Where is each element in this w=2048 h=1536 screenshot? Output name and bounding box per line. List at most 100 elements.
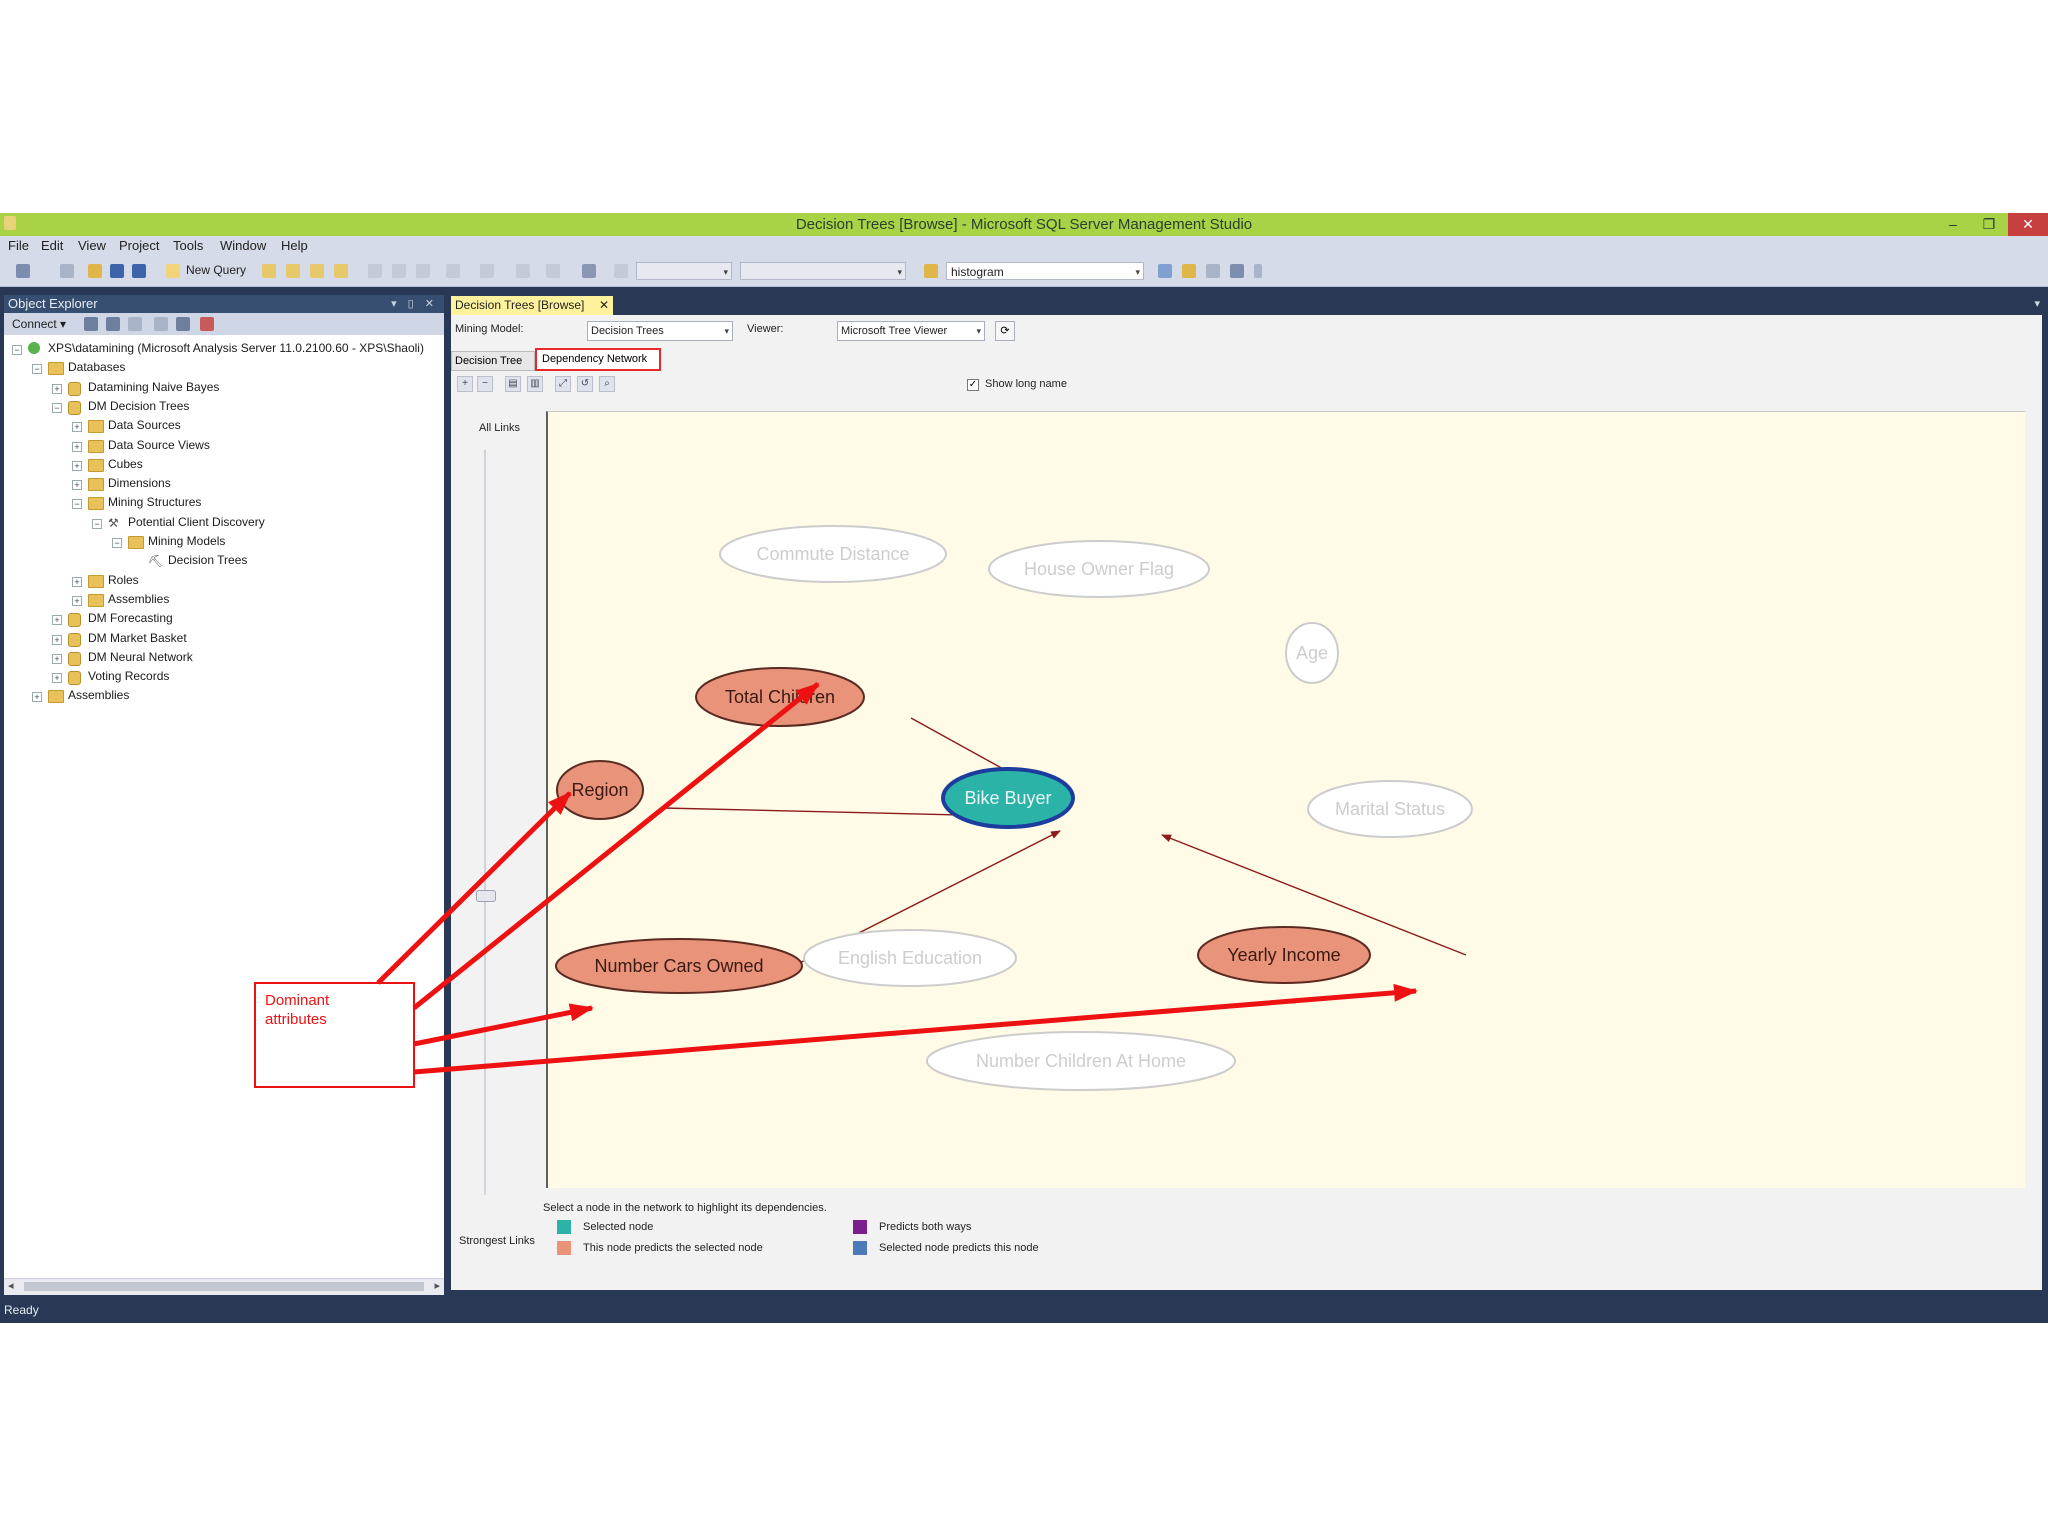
node-commute-distance[interactable]: Commute Distance	[719, 525, 947, 583]
copy-icon[interactable]	[392, 264, 406, 278]
node-marital-status[interactable]: Marital Status	[1307, 780, 1473, 838]
zoom-in-icon[interactable]: +	[457, 376, 473, 392]
navigate-forward-icon[interactable]	[546, 264, 560, 278]
menu-window[interactable]: Window	[220, 238, 267, 253]
menu-file[interactable]: File	[8, 238, 29, 253]
expand-icon[interactable]: +	[72, 460, 82, 471]
scroll-right-icon[interactable]: ▸	[434, 1280, 440, 1292]
collapse-icon[interactable]: −	[72, 499, 82, 510]
close-tab-icon[interactable]: ✕	[598, 298, 609, 312]
node-age[interactable]: Age	[1285, 622, 1339, 684]
close-button[interactable]: ✕	[2008, 213, 2048, 236]
start-icon[interactable]	[614, 264, 628, 278]
copy-graph-icon[interactable]: ▤	[505, 376, 521, 392]
query-xmla-icon[interactable]	[310, 264, 324, 278]
redo-icon[interactable]	[480, 264, 494, 278]
new-project-icon[interactable]	[16, 264, 30, 278]
node-number-cars-owned[interactable]: Number Cars Owned	[555, 938, 803, 994]
collapse-icon[interactable]: −	[112, 538, 122, 548]
toolbar-options-icon[interactable]	[1254, 264, 1262, 278]
tab-decision-tree[interactable]: Decision Tree	[451, 351, 535, 371]
solution-config-icon[interactable]	[582, 264, 596, 278]
stop-icon[interactable]	[128, 317, 142, 331]
find-node-icon[interactable]: ⌕	[599, 376, 615, 392]
collapse-icon[interactable]: −	[92, 518, 102, 529]
query-analysis-icon[interactable]	[334, 264, 348, 278]
node-bike-buyer[interactable]: Bike Buyer	[941, 767, 1075, 829]
toolbox-icon[interactable]	[1206, 264, 1220, 278]
connect-object-icon[interactable]	[84, 317, 98, 331]
paste-icon[interactable]	[416, 264, 430, 278]
connect-button[interactable]: Connect ▾	[12, 317, 67, 331]
query-dmx-icon[interactable]	[286, 264, 300, 278]
expand-icon[interactable]: +	[72, 595, 82, 606]
zoom-out-icon[interactable]: −	[477, 376, 493, 392]
node-english-education[interactable]: English Education	[803, 929, 1017, 987]
new-query-button[interactable]: New Query	[186, 263, 247, 277]
link-strength-slider-thumb[interactable]	[476, 890, 496, 902]
save-icon[interactable]	[110, 264, 124, 278]
menu-project[interactable]: Project	[119, 238, 160, 253]
menu-view[interactable]: View	[78, 238, 106, 253]
refresh-icon[interactable]	[176, 317, 190, 331]
node-yearly-income[interactable]: Yearly Income	[1197, 926, 1371, 984]
expand-icon[interactable]: +	[72, 576, 82, 587]
expand-icon[interactable]: +	[32, 692, 42, 703]
disconnect-icon[interactable]	[106, 317, 120, 331]
tab-list-icon[interactable]: ▾	[2034, 298, 2040, 310]
configuration-combo[interactable]: ▾	[636, 262, 732, 280]
reset-layout-icon[interactable]: ↺	[577, 376, 593, 392]
scroll-left-icon[interactable]: ◂	[8, 1280, 14, 1292]
copy-graph-view-icon[interactable]: ▥	[527, 376, 543, 392]
horizontal-scrollbar[interactable]: ◂ ▸	[4, 1278, 444, 1295]
properties-icon[interactable]	[1158, 264, 1172, 278]
menu-tools[interactable]: Tools	[173, 238, 204, 253]
navigate-back-icon[interactable]	[516, 264, 530, 278]
save-all-icon[interactable]	[132, 264, 146, 278]
mining-model-select[interactable]: Decision Trees▾	[587, 321, 733, 341]
node-total-children[interactable]: Total Children	[695, 667, 865, 727]
collapse-icon[interactable]: −	[32, 364, 42, 375]
mining-model-icon: ⛏	[148, 554, 164, 569]
node-region[interactable]: Region	[556, 760, 644, 820]
add-item-icon[interactable]	[60, 264, 74, 278]
menu-edit[interactable]: Edit	[41, 238, 64, 253]
node-house-owner-flag[interactable]: House Owner Flag	[988, 540, 1210, 598]
maximize-button[interactable]: ❐	[1982, 216, 1996, 232]
summary-icon[interactable]	[200, 317, 214, 331]
filter-icon[interactable]	[154, 317, 168, 331]
expand-icon[interactable]: +	[72, 441, 82, 452]
pane-pin-icon[interactable]: ▾ ▯ ✕	[391, 298, 438, 310]
object-explorer-icon[interactable]	[1182, 264, 1196, 278]
viewer-select[interactable]: Microsoft Tree Viewer▾	[837, 321, 985, 341]
expand-icon[interactable]: +	[52, 615, 62, 626]
collapse-icon[interactable]: −	[52, 402, 62, 413]
show-long-name-checkbox[interactable]: ✓	[967, 379, 979, 391]
new-query-icon[interactable]	[166, 264, 180, 278]
query-mdx-icon[interactable]	[262, 264, 276, 278]
refresh-viewer-icon[interactable]: ⟳	[995, 321, 1015, 341]
expand-icon[interactable]: +	[52, 383, 62, 394]
menu-help[interactable]: Help	[281, 238, 308, 253]
window-layout-icon[interactable]	[1230, 264, 1244, 278]
expand-icon[interactable]: +	[52, 634, 62, 645]
size-to-fit-icon[interactable]: ⤢	[555, 376, 571, 392]
tab-dependency-network[interactable]: Dependency Network	[535, 348, 661, 371]
expand-icon[interactable]: +	[72, 422, 82, 433]
tab-decision-trees-browse[interactable]: Decision Trees [Browse] ✕	[451, 296, 613, 315]
open-file-icon[interactable]	[88, 264, 102, 278]
undo-icon[interactable]	[446, 264, 460, 278]
scrollbar-thumb[interactable]	[24, 1282, 424, 1291]
link-strength-slider[interactable]	[484, 450, 486, 1195]
tree-node-label: XPS\datamining (Microsoft Analysis Serve…	[48, 341, 424, 355]
find-in-files-icon[interactable]	[924, 264, 938, 278]
expand-icon[interactable]: +	[52, 673, 62, 684]
expand-icon[interactable]: +	[72, 480, 82, 491]
platform-combo[interactable]: ▾	[740, 262, 906, 280]
find-combo[interactable]: histogram▾	[946, 262, 1144, 280]
cut-icon[interactable]	[368, 264, 382, 278]
node-number-children-at-home[interactable]: Number Children At Home	[926, 1031, 1236, 1091]
expand-icon[interactable]: +	[52, 653, 62, 664]
minimize-button[interactable]: –	[1949, 216, 1957, 232]
collapse-icon[interactable]: −	[12, 345, 22, 355]
